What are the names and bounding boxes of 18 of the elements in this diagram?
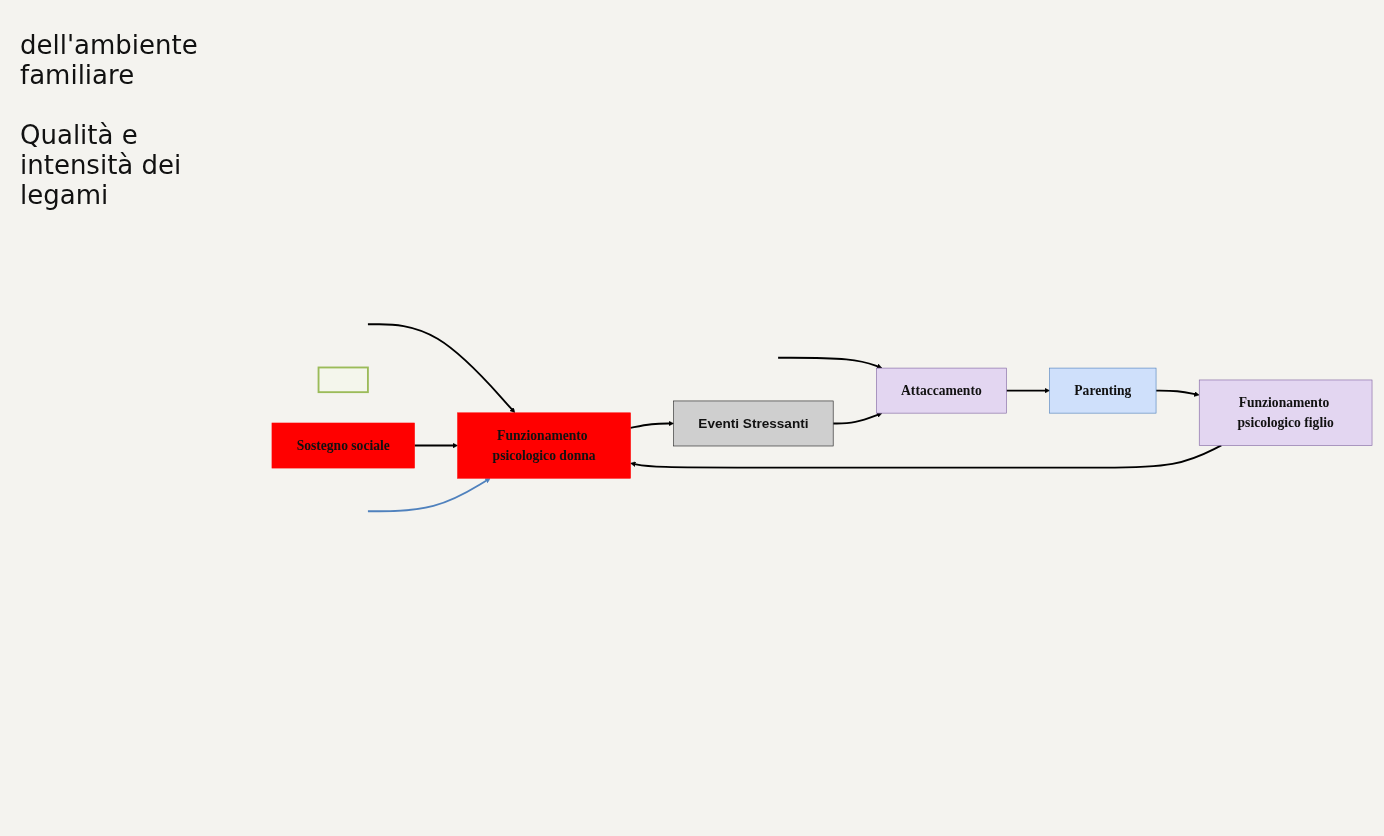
arrow	[630, 444, 1223, 469]
arrow	[367, 478, 491, 513]
node-box: Attaccamento	[876, 368, 1007, 414]
arrow	[629, 421, 674, 430]
node-box	[317, 366, 369, 394]
note-text: dell'ambiente familiare	[20, 30, 199, 90]
node-box: Sostegno sociale	[271, 422, 415, 469]
note-text: Qualità e intensità dei legami	[20, 120, 183, 210]
arrow	[413, 443, 458, 449]
arrow	[832, 412, 883, 425]
arrow	[1155, 389, 1200, 397]
node-box: Funzionamento psicologico donna	[457, 412, 631, 479]
node-box: Funzionamento psicologico figlio	[1198, 379, 1373, 446]
node-box: Eventi Stressanti	[673, 400, 834, 447]
arrow	[777, 357, 883, 370]
arrow	[367, 323, 516, 414]
arrow	[1005, 388, 1050, 394]
node-box: Parenting	[1049, 368, 1157, 414]
